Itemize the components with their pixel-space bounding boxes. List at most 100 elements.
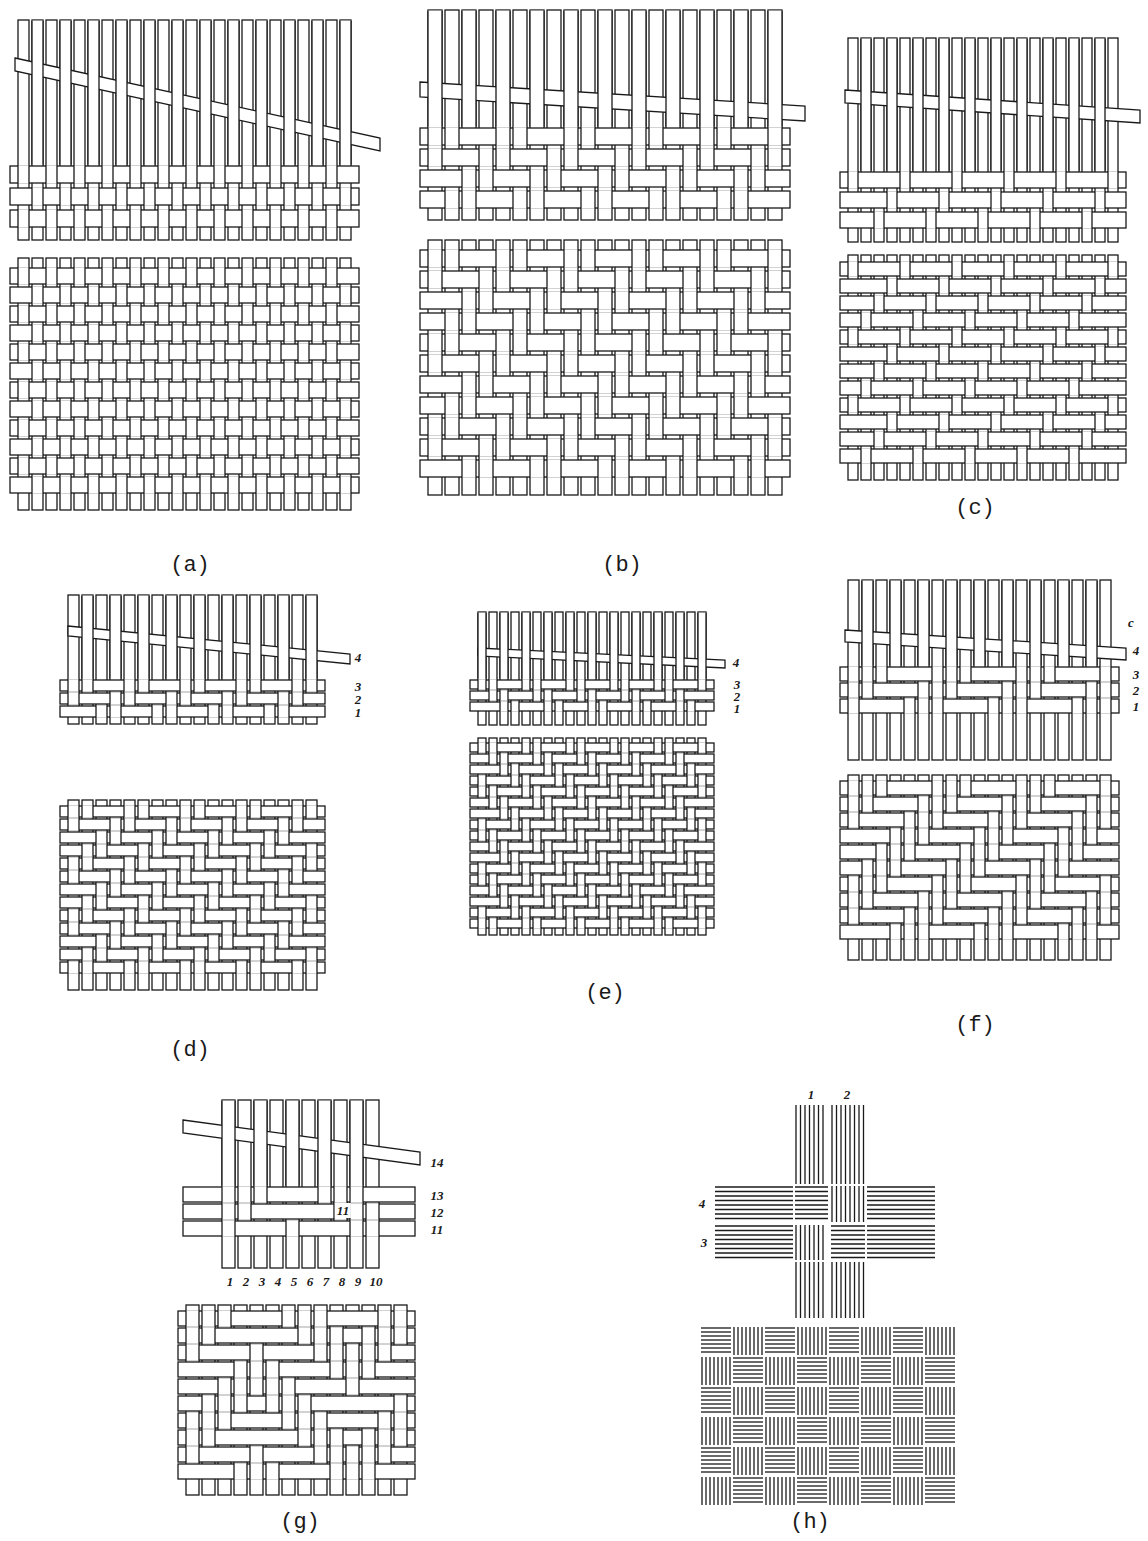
warp-crossing bbox=[1100, 812, 1111, 827]
warp-crossing bbox=[284, 21, 295, 165]
warp-crossing bbox=[489, 874, 497, 884]
warp-crossing bbox=[242, 305, 253, 322]
warp-strand bbox=[445, 10, 459, 220]
warp-crossing bbox=[138, 948, 149, 960]
warp-crossing bbox=[768, 148, 782, 166]
warp-crossing bbox=[848, 329, 858, 344]
label-anchor: 2 bbox=[844, 1085, 851, 1103]
warp-crossing bbox=[522, 786, 530, 796]
weft-strand bbox=[178, 1362, 415, 1377]
warp-crossing bbox=[848, 698, 859, 713]
warp-crossing bbox=[588, 613, 596, 679]
weft-strand bbox=[840, 347, 1126, 361]
warp-crossing bbox=[330, 1327, 343, 1343]
warp-crossing bbox=[489, 679, 497, 689]
warp-crossing bbox=[890, 828, 901, 843]
warp-crossing bbox=[394, 1395, 407, 1411]
warp-crossing bbox=[102, 457, 113, 474]
warp-crossing bbox=[533, 885, 541, 895]
warp-crossing bbox=[577, 753, 585, 763]
panel-b-bottom bbox=[420, 240, 790, 495]
warp-crossing bbox=[264, 896, 275, 908]
weft-strand bbox=[840, 330, 1126, 344]
figure-caption: (c) bbox=[955, 496, 995, 521]
warp-crossing bbox=[665, 753, 673, 763]
warp-crossing bbox=[887, 414, 897, 429]
warp-crossing bbox=[314, 1344, 327, 1360]
warp-crossing bbox=[306, 805, 317, 817]
warp-crossing bbox=[298, 305, 309, 322]
warp-crossing bbox=[544, 797, 552, 807]
warp-crossing bbox=[362, 1344, 375, 1360]
warp-crossing bbox=[88, 187, 99, 205]
warp-crossing bbox=[687, 808, 695, 818]
warp-crossing bbox=[378, 1344, 391, 1360]
warp-strand bbox=[334, 1100, 347, 1268]
warp-crossing bbox=[236, 692, 247, 704]
warp-crossing bbox=[588, 852, 596, 862]
warp-crossing bbox=[172, 362, 183, 379]
warp-crossing bbox=[887, 346, 897, 361]
warp-crossing bbox=[932, 796, 943, 811]
warp-crossing bbox=[172, 400, 183, 417]
warp-crossing bbox=[522, 775, 530, 785]
warp-crossing bbox=[394, 1310, 407, 1326]
warp-crossing bbox=[236, 818, 247, 830]
warp-crossing bbox=[588, 764, 596, 774]
warp-crossing bbox=[292, 692, 303, 704]
warp-crossing bbox=[96, 948, 107, 960]
warp-crossing bbox=[340, 438, 351, 455]
warp-crossing bbox=[270, 165, 281, 183]
warp-crossing bbox=[768, 127, 782, 145]
warp-crossing bbox=[445, 333, 459, 351]
warp-crossing bbox=[18, 457, 29, 474]
warp-crossing bbox=[544, 896, 552, 906]
warp-crossing bbox=[82, 909, 93, 921]
warp-crossing bbox=[555, 863, 563, 873]
warp-crossing bbox=[264, 948, 275, 960]
label-anchor: (c) bbox=[955, 496, 995, 521]
warp-crossing bbox=[138, 857, 149, 869]
warp-crossing bbox=[952, 171, 962, 188]
warp-crossing bbox=[615, 291, 629, 309]
label-anchor: 4 bbox=[699, 1194, 706, 1212]
warp-crossing bbox=[366, 1203, 379, 1219]
warp-crossing bbox=[533, 918, 541, 928]
warp-crossing bbox=[918, 698, 929, 713]
warp-crossing bbox=[194, 896, 205, 908]
warp-crossing bbox=[654, 679, 662, 689]
warp-crossing bbox=[632, 753, 640, 763]
warp-crossing bbox=[489, 690, 497, 700]
warp-crossing bbox=[102, 165, 113, 183]
warp-crossing bbox=[130, 419, 141, 436]
warp-crossing bbox=[632, 249, 646, 267]
warp-crossing bbox=[346, 1446, 359, 1462]
warp-crossing bbox=[264, 705, 275, 717]
warp-crossing bbox=[326, 381, 337, 398]
warp-crossing bbox=[256, 362, 267, 379]
warp-crossing bbox=[654, 786, 662, 796]
warp-crossing bbox=[250, 857, 261, 869]
warp-crossing bbox=[124, 818, 135, 830]
warp-strand bbox=[208, 595, 219, 724]
warp-crossing bbox=[1016, 796, 1027, 811]
warp-crossing bbox=[138, 844, 149, 856]
figure-caption: (f) bbox=[955, 1013, 995, 1038]
warp-crossing bbox=[588, 753, 596, 763]
warp-crossing bbox=[932, 698, 943, 713]
warp-crossing bbox=[632, 270, 646, 288]
warp-crossing bbox=[222, 596, 233, 679]
warp-strand bbox=[74, 20, 85, 240]
warp-crossing bbox=[564, 270, 578, 288]
warp-crossing bbox=[60, 438, 71, 455]
warp-crossing bbox=[544, 613, 552, 679]
weft-strand bbox=[420, 128, 790, 145]
warp-crossing bbox=[489, 841, 497, 851]
warp-crossing bbox=[654, 918, 662, 928]
figure-caption: (b) bbox=[602, 553, 642, 578]
warp-crossing bbox=[82, 961, 93, 973]
warp-crossing bbox=[848, 261, 858, 276]
warp-crossing bbox=[144, 286, 155, 303]
warp-crossing bbox=[717, 417, 731, 435]
